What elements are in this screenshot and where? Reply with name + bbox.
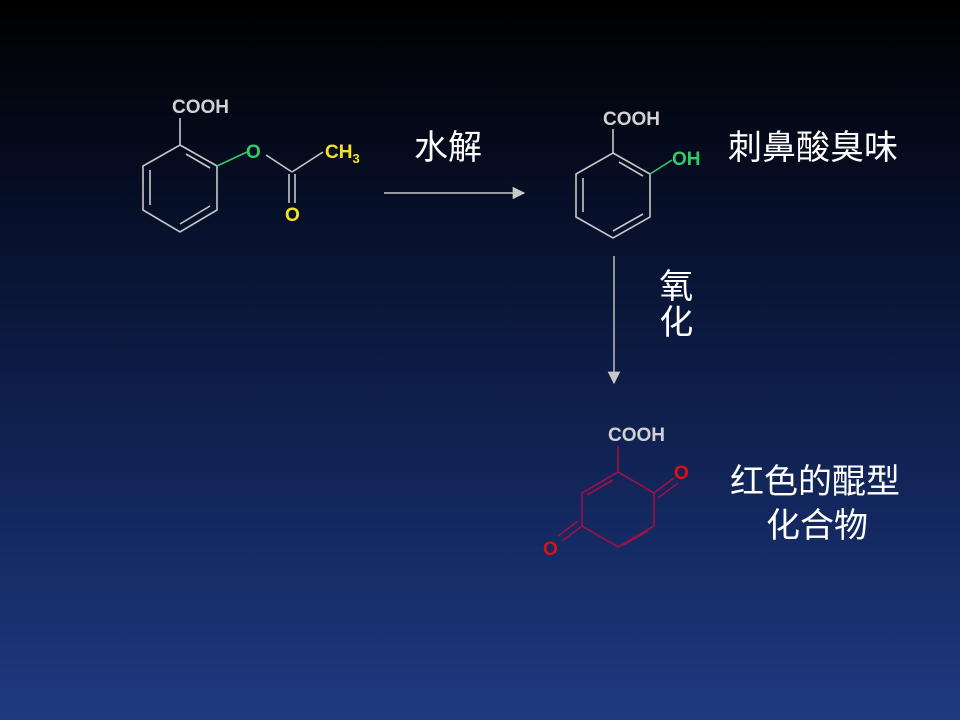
salicylic-cooh-label: COOH xyxy=(603,109,660,130)
aspirin-carbonyl-o-label: O xyxy=(285,205,300,226)
quinone-label-line2: 化合物 xyxy=(766,506,868,546)
aspirin-ring xyxy=(142,144,218,233)
quinone-molecule: COOH O O xyxy=(543,425,689,560)
aspirin-ch3-sub: 3 xyxy=(352,151,359,166)
aspirin-cooh-label: COOH xyxy=(172,97,229,118)
aspirin-ch3-main: CH xyxy=(325,142,352,163)
quinone-left-co-bond-a xyxy=(561,525,583,542)
quinone-label-line1: 红色的醌型 xyxy=(730,462,900,502)
quinone-ring xyxy=(581,471,655,548)
quinone-o-right-label: O xyxy=(674,463,689,484)
salicylic-ring xyxy=(575,152,651,239)
quinone-cooh-label: COOH xyxy=(608,425,665,446)
quinone-left-co-bond-b xyxy=(557,520,579,537)
salicylic-acid-molecule: COOH OH xyxy=(575,109,701,239)
aspirin-ester-o-label: O xyxy=(246,142,261,163)
aspirin-ring-o-bond xyxy=(216,151,248,167)
aspirin-molecule: COOH O CH3 O xyxy=(142,97,360,233)
salicylic-oh-label: OH xyxy=(672,149,701,170)
quinone-right-co-bond-b xyxy=(657,482,679,499)
aspirin-o-carbonyl-bond xyxy=(265,154,293,173)
hydrolysis-label: 水解 xyxy=(414,128,482,168)
aspirin-carbonyl-ch3-bond xyxy=(291,151,324,173)
salicylic-oh-bond xyxy=(649,159,673,175)
salicylic-smell-label: 刺鼻酸臭味 xyxy=(728,128,898,168)
aspirin-ch3-label: CH3 xyxy=(325,142,360,166)
quinone-o-left-label: O xyxy=(543,539,558,560)
oxidation-label: 氧化 xyxy=(652,268,693,340)
quinone-right-co-bond-a xyxy=(653,477,675,494)
